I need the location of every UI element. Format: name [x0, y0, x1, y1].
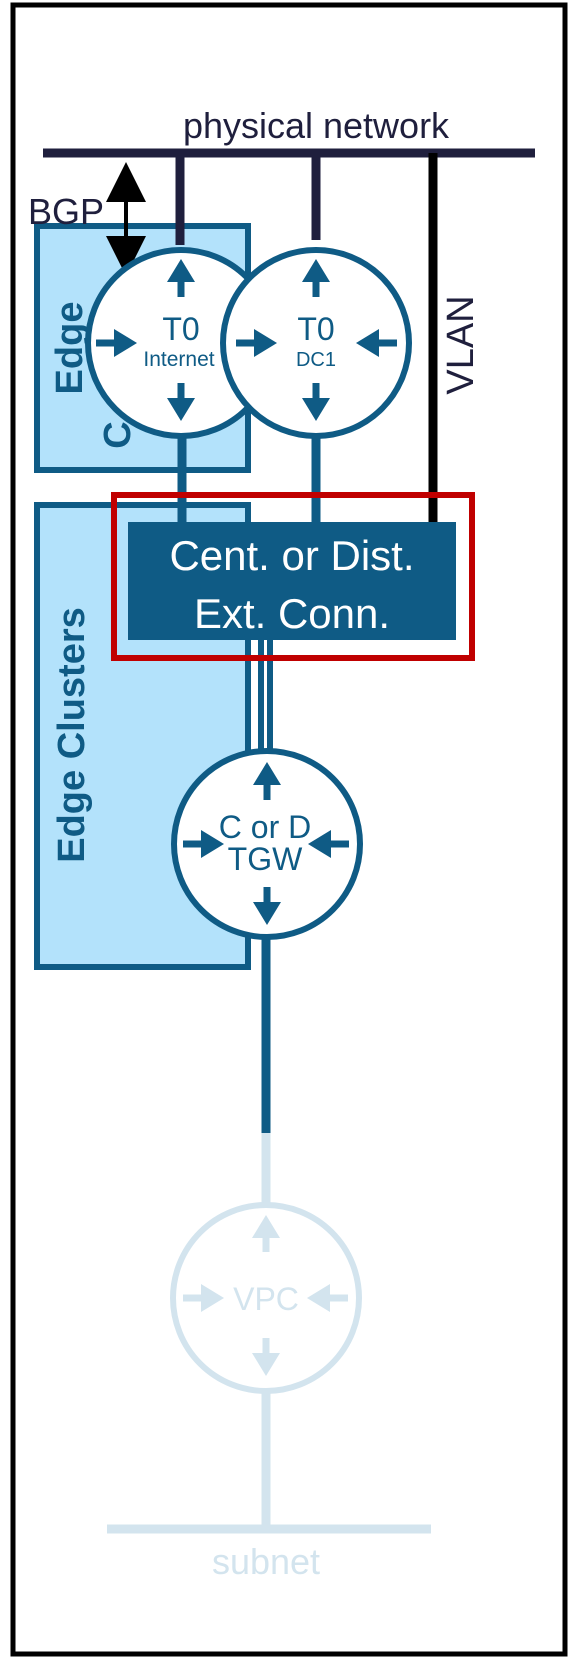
outer-frame: [10, 2, 568, 1657]
t0-internet-sub: Internet: [143, 348, 214, 371]
ext-conn-node: Cent. or Dist. Ext. Conn.: [128, 522, 456, 640]
t0-dc1-sub: DC1: [296, 349, 336, 371]
ext-conn-line2: Ext. Conn.: [194, 590, 390, 637]
t0-internet-name: T0: [162, 311, 199, 347]
highlight-box: [111, 492, 475, 661]
router-vpc: VPC: [170, 1202, 362, 1394]
tgw-name: C or D: [219, 809, 311, 845]
vlan-label: VLAN: [440, 295, 482, 394]
t0-dc1-name: T0: [297, 311, 334, 347]
edge-partial-label: Edge: [49, 302, 91, 395]
edge-clusters-label: Edge Clusters: [51, 607, 93, 863]
tgw-sub: TGW: [228, 841, 303, 877]
ext-conn-line1: Cent. or Dist.: [169, 532, 414, 579]
subnet-label: subnet: [212, 1541, 320, 1582]
edge-partial-c-label: C: [97, 421, 139, 448]
router-tgw: C or D TGW: [171, 748, 363, 940]
router-t0-dc1: T0 DC1: [220, 247, 412, 439]
bgp-label: BGP: [28, 191, 104, 232]
physical-network-label: physical network: [183, 105, 450, 146]
vpc-name: VPC: [233, 1281, 299, 1317]
